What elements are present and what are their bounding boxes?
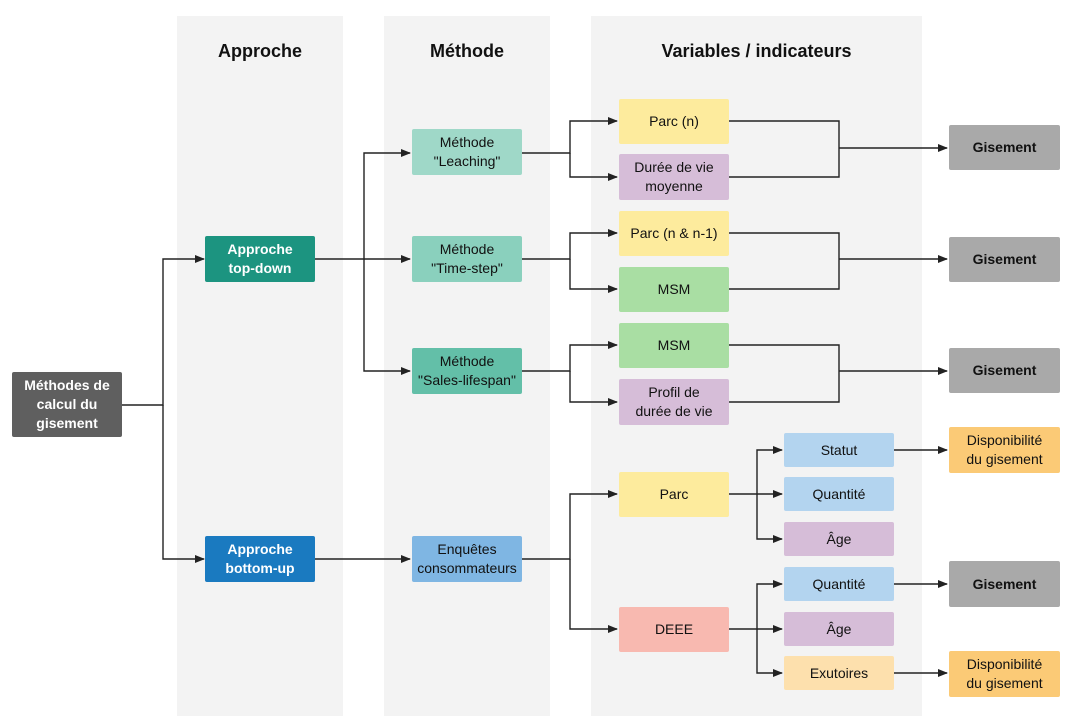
link-enquetes-deee bbox=[569, 559, 618, 633]
node-text-line: DEEE bbox=[654, 621, 694, 637]
node-text-line: Méthodes de bbox=[24, 377, 110, 393]
node-text-line: MSM bbox=[657, 281, 691, 297]
output-gisement-sales-lifespan: Gisement bbox=[949, 348, 1060, 393]
column-title-approche: Approche bbox=[217, 41, 302, 61]
column-title-variables: Variables / indicateurs bbox=[661, 41, 852, 61]
variable-msm-sales-lifespan: MSM bbox=[619, 323, 729, 368]
link-sales-lifespan-profil bbox=[569, 371, 618, 406]
node-text-line: Parc bbox=[659, 486, 689, 502]
node-text-line: "Sales-lifespan" bbox=[418, 372, 516, 388]
node-text-line: Quantité bbox=[812, 575, 866, 592]
subvariable-exutoires: Exutoires bbox=[784, 656, 894, 690]
output-gisement-time-step: Gisement bbox=[949, 237, 1060, 282]
link-parc-age bbox=[756, 494, 783, 543]
node-text-line: du gisement bbox=[966, 675, 1043, 691]
output-gisement-deee: Gisement bbox=[949, 561, 1060, 607]
output-disponibilite-parc: Disponibilité du gisement bbox=[949, 427, 1060, 473]
method-enquetes: Enquêtes consommateurs bbox=[412, 536, 522, 582]
variable-duree-de-vie: Durée de vie moyenne bbox=[619, 154, 729, 200]
subvariable-age-parc: Âge bbox=[784, 522, 894, 556]
node-text-line: "Time-step" bbox=[431, 260, 503, 276]
node-text-line: Approche bbox=[227, 541, 293, 557]
variable-profil-duree-de-vie: Profil de durée de vie bbox=[619, 379, 729, 425]
link-enquetes-parc bbox=[522, 490, 618, 560]
node-text-line: bottom-up bbox=[225, 560, 295, 576]
method-time-step: Méthode "Time-step" bbox=[412, 236, 522, 282]
link-parc-statut bbox=[729, 446, 783, 495]
variable-parc-n-n1: Parc (n & n-1) bbox=[619, 211, 729, 256]
link-leaching-parc-n bbox=[522, 117, 618, 154]
node-text-line: Profil de bbox=[648, 384, 700, 400]
method-sales-lifespan: Méthode "Sales-lifespan" bbox=[412, 348, 522, 394]
link-top-down-sales-lifespan bbox=[363, 259, 411, 375]
variable-parc-n: Parc (n) bbox=[619, 99, 729, 144]
node-text-line: Gisement bbox=[972, 575, 1037, 592]
node-text-line: Parc (n & n-1) bbox=[630, 225, 718, 241]
node-text-line: gisement bbox=[36, 415, 98, 431]
node-text-line: Méthode bbox=[439, 134, 495, 150]
node-text-line: consommateurs bbox=[417, 560, 517, 576]
output-gisement-leaching: Gisement bbox=[949, 125, 1060, 170]
method-leaching: Méthode "Leaching" bbox=[412, 129, 522, 175]
link-time-step-msm bbox=[569, 259, 618, 293]
variable-parc: Parc bbox=[619, 472, 729, 517]
node-text-line: top-down bbox=[228, 260, 292, 276]
node-text-line: MSM bbox=[657, 337, 691, 353]
output-disponibilite-deee: Disponibilité du gisement bbox=[949, 651, 1060, 697]
node-text-line: Parc (n) bbox=[649, 113, 699, 129]
node-text-line: Disponibilité bbox=[966, 656, 1043, 672]
node-text-line: Gisement bbox=[972, 139, 1037, 155]
link-leaching-duree bbox=[569, 153, 618, 181]
link-merge-gisement-3 bbox=[729, 344, 947, 403]
variable-msm-time-step: MSM bbox=[619, 267, 729, 312]
variable-deee: DEEE bbox=[619, 607, 729, 652]
subvariable-statut: Statut bbox=[784, 433, 894, 467]
node-text-line: Enquêtes bbox=[437, 541, 497, 557]
approach-bottom-up: Approche bottom-up bbox=[205, 536, 315, 582]
node-text-line: Disponibilité bbox=[966, 432, 1043, 448]
link-deee-exutoires bbox=[756, 629, 783, 677]
column-approche-background bbox=[177, 16, 343, 716]
node-text-line: du gisement bbox=[966, 451, 1043, 467]
node-text-line: "Leaching" bbox=[433, 153, 501, 169]
node-text-line: Âge bbox=[826, 530, 852, 547]
link-deee-quantite bbox=[729, 580, 783, 630]
root-node: Méthodes de calcul du gisement bbox=[12, 372, 122, 437]
node-text-line: Méthode bbox=[439, 353, 495, 369]
link-sales-lifespan-msm bbox=[522, 341, 618, 372]
node-text-line: calcul du bbox=[36, 396, 98, 412]
subvariable-quantite-deee: Quantité bbox=[784, 567, 894, 601]
link-time-step-parc-n-n1 bbox=[522, 229, 618, 260]
link-root-bottom-up bbox=[162, 405, 205, 563]
node-text-line: Méthode bbox=[439, 241, 495, 257]
subvariable-age-deee: Âge bbox=[784, 612, 894, 646]
node-text-line: Approche bbox=[227, 241, 293, 257]
node-text-line: moyenne bbox=[645, 178, 703, 194]
link-top-down-leaching bbox=[315, 149, 411, 260]
node-text-line: Âge bbox=[826, 620, 852, 637]
node-text-line: Quantité bbox=[812, 485, 866, 502]
node-text-line: durée de vie bbox=[635, 403, 713, 419]
link-merge-gisement-1 bbox=[729, 120, 947, 178]
node-text-line: Statut bbox=[820, 441, 858, 458]
node-text-line: Exutoires bbox=[809, 664, 869, 681]
node-text-line: Gisement bbox=[972, 251, 1037, 267]
link-root-top-down bbox=[122, 255, 205, 406]
subvariable-quantite-parc: Quantité bbox=[784, 477, 894, 511]
node-text-line: Durée de vie bbox=[634, 159, 714, 175]
approach-top-down: Approche top-down bbox=[205, 236, 315, 282]
node-text-line: Gisement bbox=[972, 362, 1037, 378]
column-title-methode: Méthode bbox=[430, 41, 504, 61]
link-merge-gisement-2 bbox=[729, 232, 947, 290]
